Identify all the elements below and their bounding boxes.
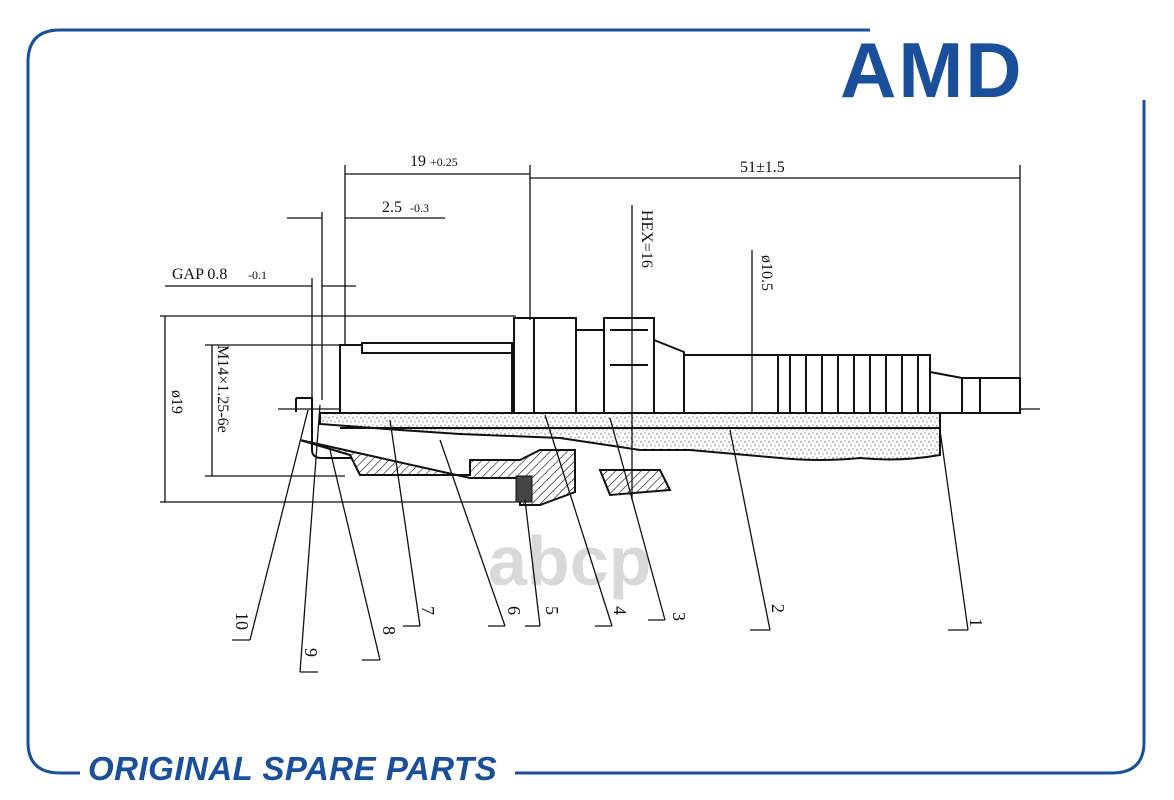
callout-2: 2 <box>768 604 788 613</box>
gasket <box>515 475 533 503</box>
dim-terminal-dia: ø10.5 <box>758 255 775 291</box>
callout-1: 1 <box>966 618 986 627</box>
dim-hex: HEX=16 <box>638 210 655 268</box>
callout-4: 4 <box>610 606 630 615</box>
footer-text: ORIGINAL SPARE PARTS <box>88 750 497 787</box>
dim-protrusion-tol: -0.3 <box>410 201 429 215</box>
callout-leaders <box>232 404 969 673</box>
dim-gap: GAP 0.8 <box>172 266 227 283</box>
dim-thread: M14×1.25-6e <box>214 345 231 433</box>
callout-9: 9 <box>301 648 321 657</box>
dim-gap-tol: -0.1 <box>248 268 267 282</box>
dim-reach: 19 <box>410 153 426 170</box>
callout-10: 10 <box>232 612 252 630</box>
dimension-lines <box>160 165 1021 503</box>
svg-text:AMD: AMD <box>840 26 1024 114</box>
frame-border <box>26 28 1146 775</box>
callout-5: 5 <box>542 606 562 615</box>
watermark: abcp <box>488 522 651 600</box>
callout-6: 6 <box>504 606 524 615</box>
spark-plug-body <box>295 317 1021 459</box>
callout-7: 7 <box>418 606 438 615</box>
callout-3: 3 <box>669 612 689 621</box>
hex-section <box>598 469 672 497</box>
dim-reach-tol: +0.25 <box>430 155 458 169</box>
dim-seat-dia: ø19 <box>168 390 185 414</box>
dim-overall: 51±1.5 <box>740 159 785 176</box>
callout-8: 8 <box>379 626 399 635</box>
brand-logo: AMD <box>840 26 1024 114</box>
insulator-section <box>319 412 941 461</box>
dim-protrusion: 2.5 <box>382 199 402 216</box>
